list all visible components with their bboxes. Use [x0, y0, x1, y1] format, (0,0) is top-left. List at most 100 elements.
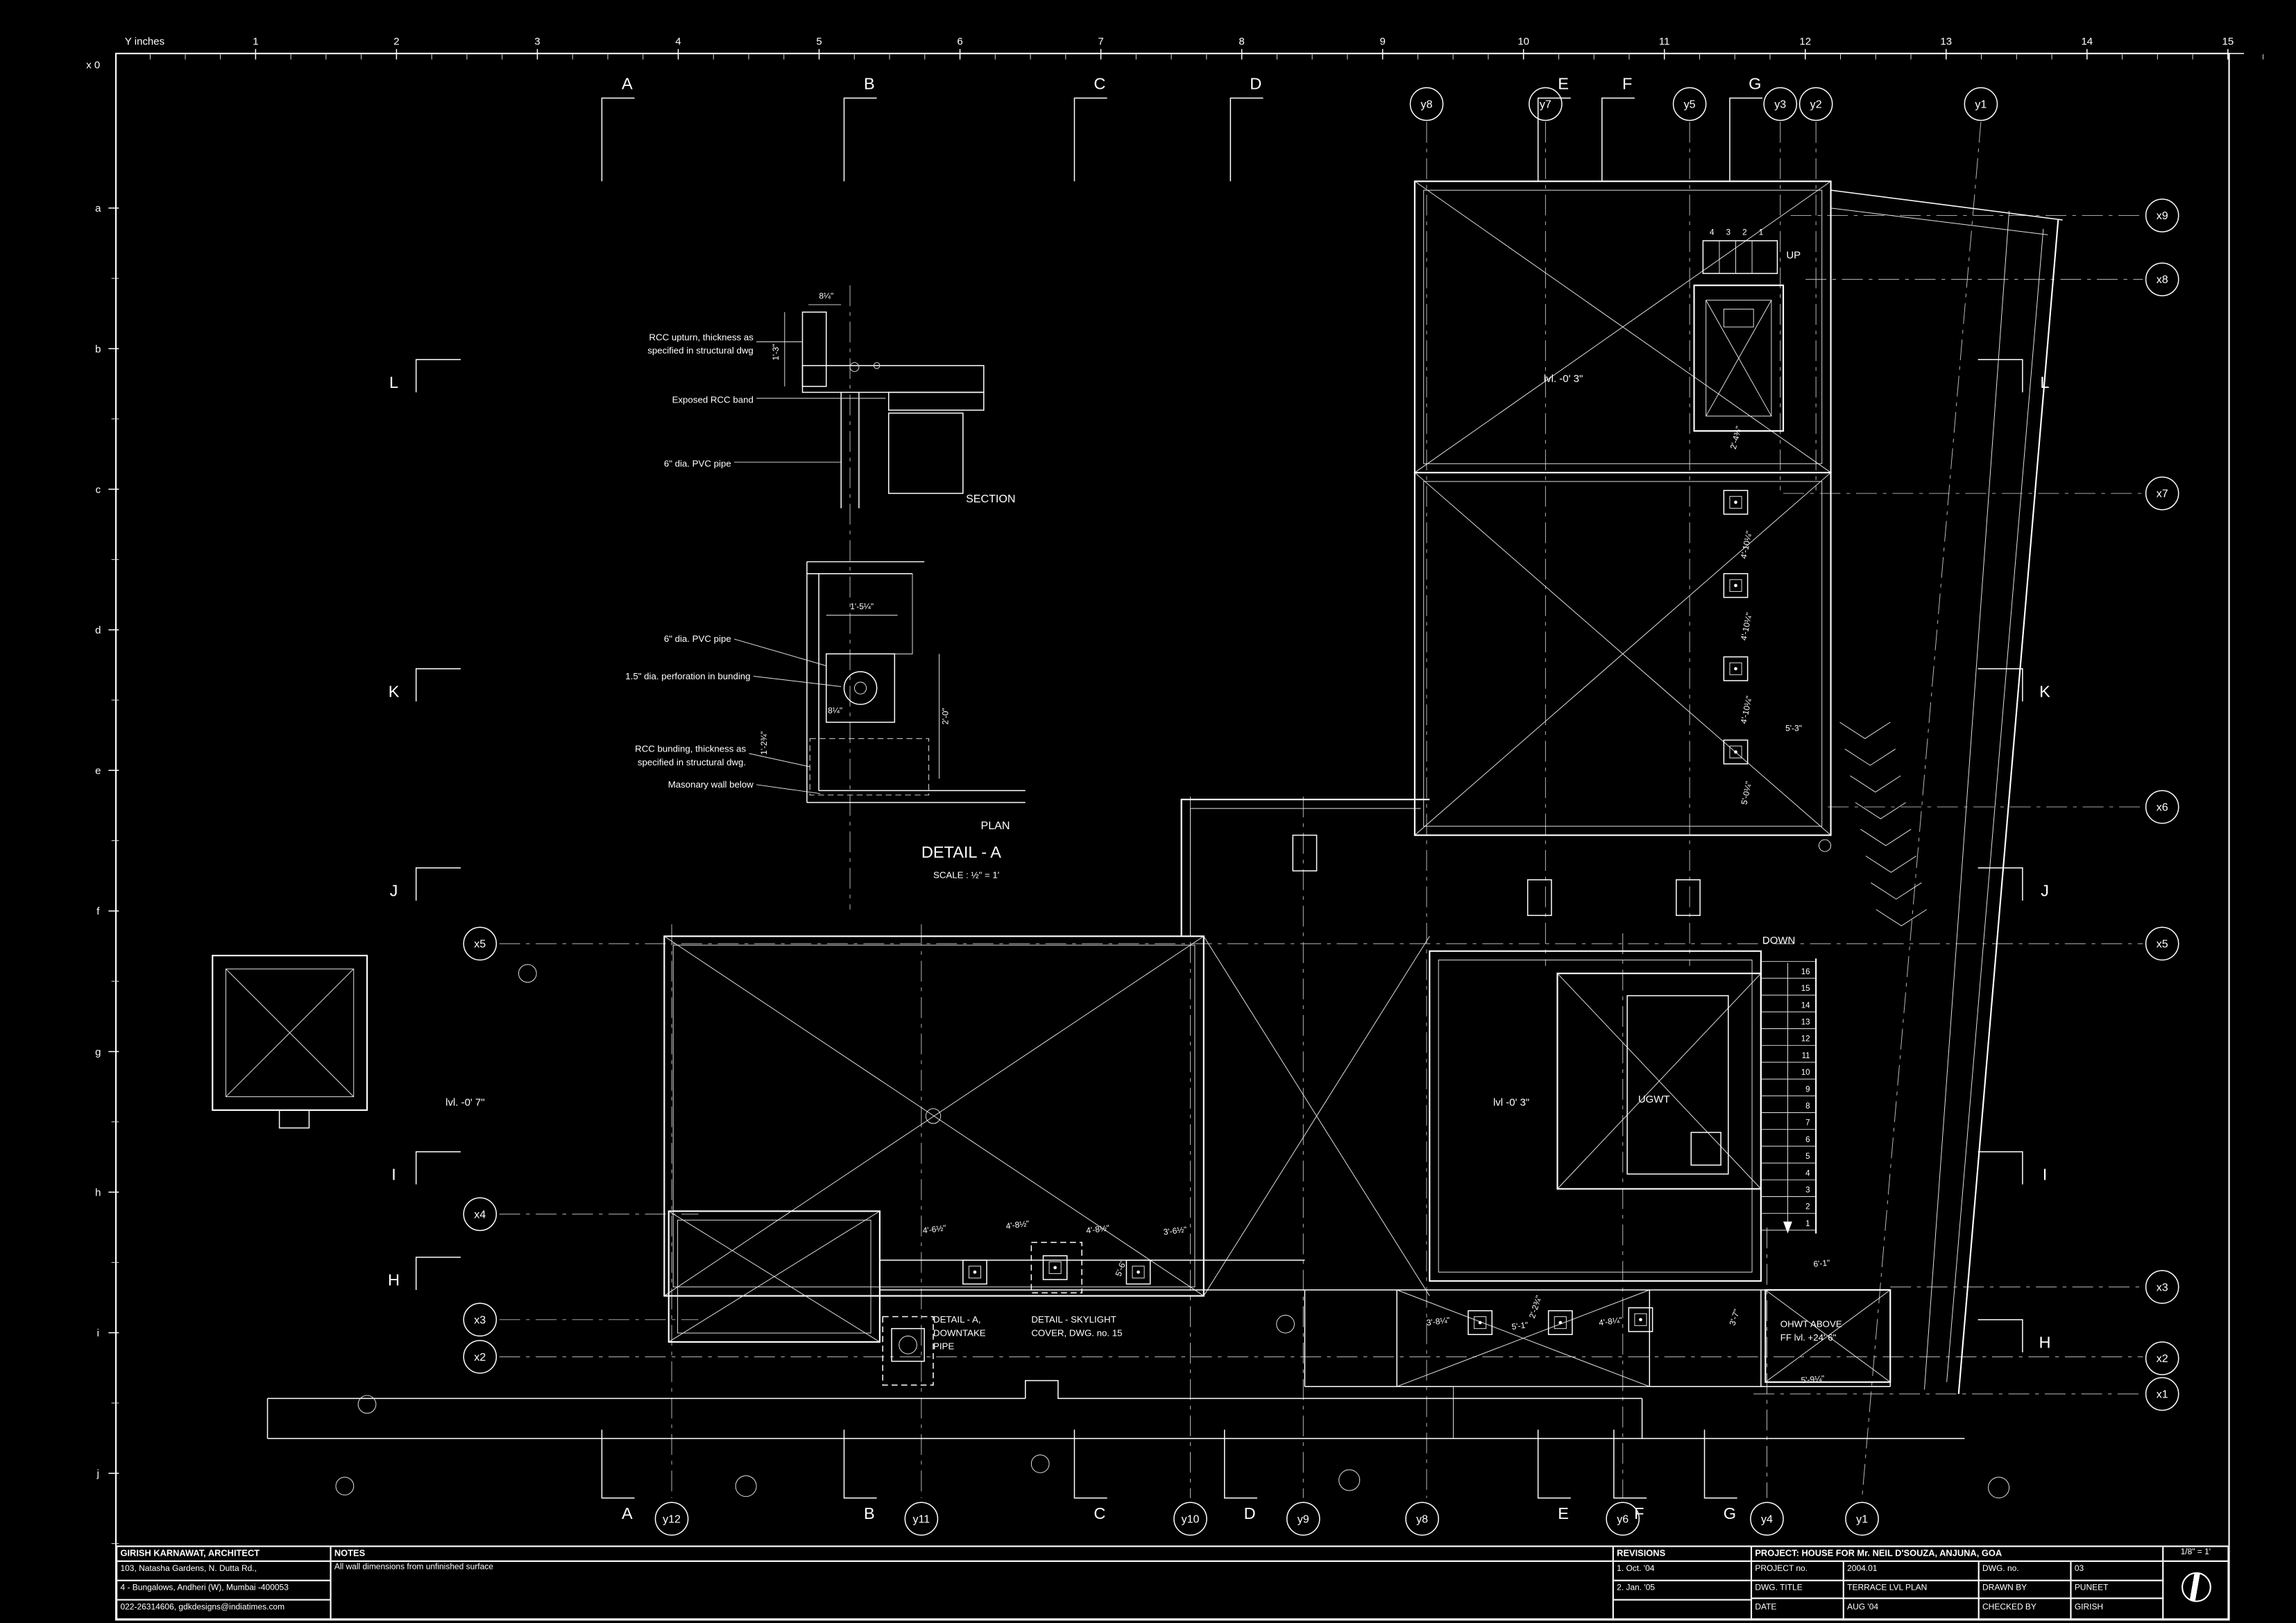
- stair-number: 7: [1805, 1119, 1810, 1128]
- grid-bubble: [1529, 87, 1563, 121]
- grid-bubble: [2145, 790, 2179, 824]
- slope-hatch: [1839, 722, 1891, 739]
- stair-number: 8: [1805, 1102, 1810, 1110]
- plan-label: FF lvl. +24' 6": [1780, 1332, 1837, 1343]
- stair-number: 5: [1805, 1153, 1810, 1161]
- slope-hatch: [1850, 775, 1901, 793]
- slope-hatch: [1855, 802, 1906, 819]
- plan-label: SECTION: [966, 493, 1015, 505]
- grid-bubble-label: x7: [2157, 488, 2168, 500]
- grid-axis-letter: E: [1558, 1504, 1569, 1522]
- grid-centerlines: [499, 121, 2143, 1498]
- grid-bubble: [1672, 87, 1707, 121]
- grid-axis-letter: C: [1094, 75, 1105, 93]
- dimension-label: 1'-5¼": [850, 602, 874, 611]
- plan-label: 1.5" dia. perforation in bunding: [625, 671, 750, 681]
- field-value: 2004.01: [1844, 1561, 1980, 1581]
- grid-bubble: [1409, 87, 1444, 121]
- site-column-marker: [1030, 1454, 1050, 1473]
- ruler-number: 5: [816, 35, 822, 47]
- grid-bubble-label: y1: [1975, 98, 1987, 110]
- dimension-label: 8¼": [828, 706, 842, 715]
- stair-number: 1: [1759, 228, 1763, 237]
- grid-axis-letter: L: [2040, 373, 2049, 391]
- grid-bubble-label: x9: [2157, 210, 2168, 222]
- grid-axis-letter: G: [1749, 75, 1761, 93]
- site-column-marker: [357, 1395, 377, 1414]
- ruler-letter: f: [96, 906, 100, 917]
- grid-axis-letter: C: [1094, 1504, 1105, 1522]
- grid-bubble-label: x5: [2157, 938, 2168, 951]
- grid-bubble: [1286, 1502, 1320, 1536]
- field-label: CHECKED BY: [1980, 1599, 2072, 1619]
- grid-bubble: [463, 1302, 498, 1337]
- dimension-label: 2'-0": [940, 708, 950, 724]
- ruler-axis-label: Y inches: [125, 35, 164, 47]
- revision-item-empty: [1614, 1601, 1751, 1619]
- dimension-label: 4'-10¼": [1739, 612, 1754, 642]
- plan-label: COVER, DWG. no. 15: [1031, 1327, 1122, 1338]
- grid-bubble-label: y8: [1416, 1513, 1428, 1525]
- grid-bubble-label: y5: [1684, 98, 1696, 110]
- grid-axis-letter: A: [622, 1504, 633, 1522]
- architect-logo: [2180, 1572, 2211, 1602]
- grid-bubble: [2145, 262, 2179, 296]
- grid-bubble-label: x2: [474, 1351, 486, 1363]
- ruler-number: 9: [1379, 35, 1385, 47]
- skylight: [1042, 1255, 1068, 1280]
- detail-a-section: [733, 304, 985, 509]
- grid-bubble-label: y2: [1810, 98, 1822, 110]
- ruler-number: 10: [1517, 35, 1529, 47]
- grid-axis-letter: I: [391, 1166, 396, 1184]
- grid-bubble-label: y11: [913, 1513, 930, 1525]
- site-column-marker: [1338, 1469, 1361, 1491]
- plan-label: specified in structural dwg: [647, 346, 754, 356]
- grid-bubble: [1763, 87, 1798, 121]
- grid-axis-letter: K: [389, 682, 400, 700]
- field-value: AUG '04: [1844, 1599, 1980, 1619]
- field-value: GIRISH: [2074, 1603, 2104, 1613]
- plan-label: RCC bunding, thickness as: [635, 744, 746, 754]
- architect-address-2: 4 - Bungalows, Andheri (W), Mumbai -4000…: [117, 1581, 330, 1601]
- grid-bubble: [2145, 926, 2179, 961]
- dimension-label: 3'-6½": [1163, 1225, 1187, 1237]
- field-value: TERRACE LVL PLAN: [1844, 1581, 1980, 1600]
- grid-bubble: [2145, 1377, 2179, 1411]
- plan-label: DOWN: [1762, 935, 1795, 946]
- plan-label: Exposed RCC band: [672, 394, 754, 405]
- field-label: DRAWN BY: [1979, 1581, 2072, 1600]
- skylight: [1547, 1310, 1573, 1335]
- grid-axis-letter: L: [389, 373, 398, 391]
- stair-number: 4: [1710, 228, 1715, 237]
- dimension-label: 1'-3": [771, 344, 781, 361]
- grid-bubble: [1606, 1502, 1640, 1536]
- title-block-notes: NOTES All wall dimensions from unfinishe…: [331, 1547, 1614, 1619]
- dimension-label: 4'-8½": [1005, 1218, 1030, 1231]
- grid-axis-letter: H: [2039, 1334, 2050, 1352]
- site-column-marker: [1818, 839, 1832, 852]
- dimension-label: 5'-0¼": [1740, 781, 1754, 806]
- stair-number: 1: [1805, 1220, 1810, 1228]
- grid-bubble-label: x2: [2157, 1352, 2168, 1365]
- grid-bubble: [463, 1340, 498, 1374]
- grid-bubble: [2145, 198, 2179, 232]
- ruler-letter: a: [95, 203, 101, 214]
- ruler-number: 4: [675, 35, 681, 47]
- stair-number: 11: [1802, 1052, 1810, 1060]
- dimension-label: 2'-4¾": [1728, 425, 1744, 450]
- plan-label: UP: [1786, 250, 1801, 262]
- plan-linework: [212, 180, 2063, 1439]
- dimension-label: 5'-1": [1511, 1320, 1529, 1332]
- plan-label: Masonary wall below: [668, 779, 754, 790]
- field-value: 03: [2071, 1562, 2164, 1581]
- title-block-architect: GIRISH KARNAWAT, ARCHITECT 103, Natasha …: [117, 1547, 332, 1619]
- field-value: PUNEET: [2071, 1581, 2164, 1600]
- skylight: [1628, 1307, 1653, 1332]
- skylight: [962, 1259, 987, 1285]
- grid-bubble-label: y6: [1617, 1513, 1629, 1525]
